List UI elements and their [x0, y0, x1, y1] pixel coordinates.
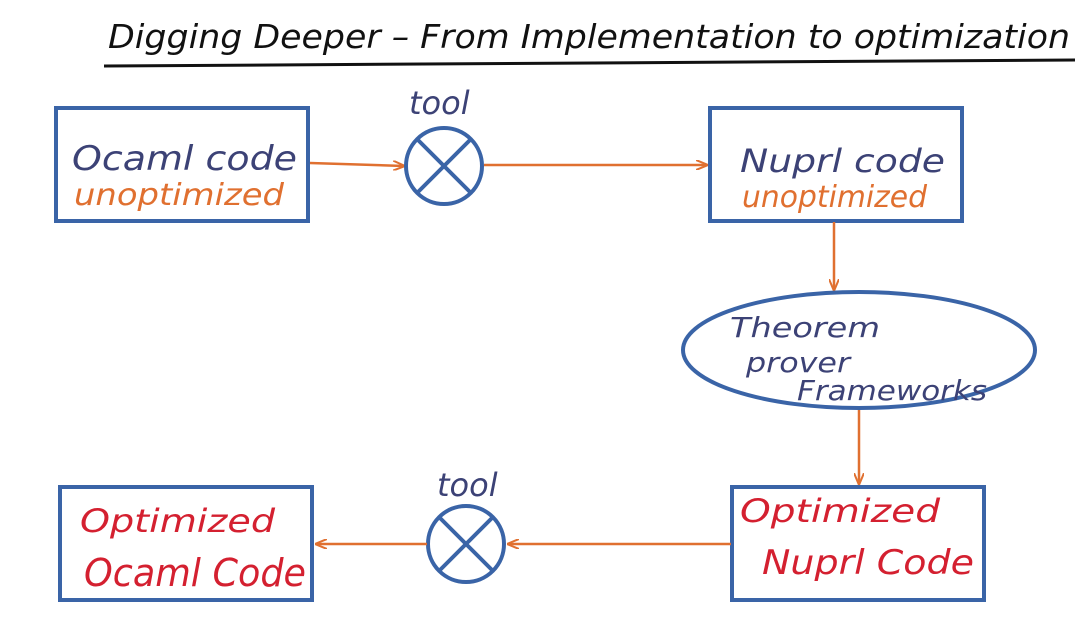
- circle-x-icon: [404, 126, 484, 206]
- box-ocaml-optimized: Optimized Ocaml Code: [58, 485, 314, 602]
- box-nuprl-optimized: Optimized Nuprl Code: [730, 485, 986, 602]
- tool-bottom: tool: [426, 466, 506, 584]
- arrow-ocaml-to-tool: [309, 163, 404, 166]
- prover-label: prover: [745, 346, 852, 379]
- ocaml-code-label: Ocaml Code: [84, 551, 306, 595]
- box-nuprl-unoptimized: Nuprl code unoptimized: [708, 106, 964, 223]
- ocaml-code-label: Ocaml code: [72, 139, 297, 179]
- box-frame: [708, 106, 964, 223]
- title-underline: [103, 58, 1076, 68]
- ellipse-frame: [681, 290, 1037, 410]
- optimized-label: Optimized: [80, 502, 276, 540]
- box-frame: [54, 106, 310, 223]
- box-frame: [58, 485, 314, 602]
- circle-x-icon: [426, 504, 506, 584]
- nuprl-code-label: Nuprl Code: [762, 543, 974, 583]
- diagram-title: Digging Deeper – From Implementation to …: [108, 17, 1070, 56]
- unoptimized-label: unoptimized: [742, 180, 928, 215]
- title-group: Digging Deeper – From Implementation to …: [103, 17, 1076, 68]
- box-ocaml-unoptimized: Ocaml code unoptimized: [54, 106, 310, 223]
- theorem-label: Theorem: [730, 311, 880, 344]
- unoptimized-label: unoptimized: [74, 178, 285, 213]
- frameworks-label: Frameworks: [797, 374, 987, 407]
- box-frame: [730, 485, 986, 602]
- tool-label: tool: [409, 84, 470, 122]
- optimized-label: Optimized: [740, 492, 941, 530]
- tool-label: tool: [437, 466, 498, 504]
- theorem-prover-node: Theorem prover Frameworks: [681, 290, 1037, 410]
- tool-top: tool: [404, 84, 484, 206]
- nuprl-code-label: Nuprl code: [740, 142, 945, 180]
